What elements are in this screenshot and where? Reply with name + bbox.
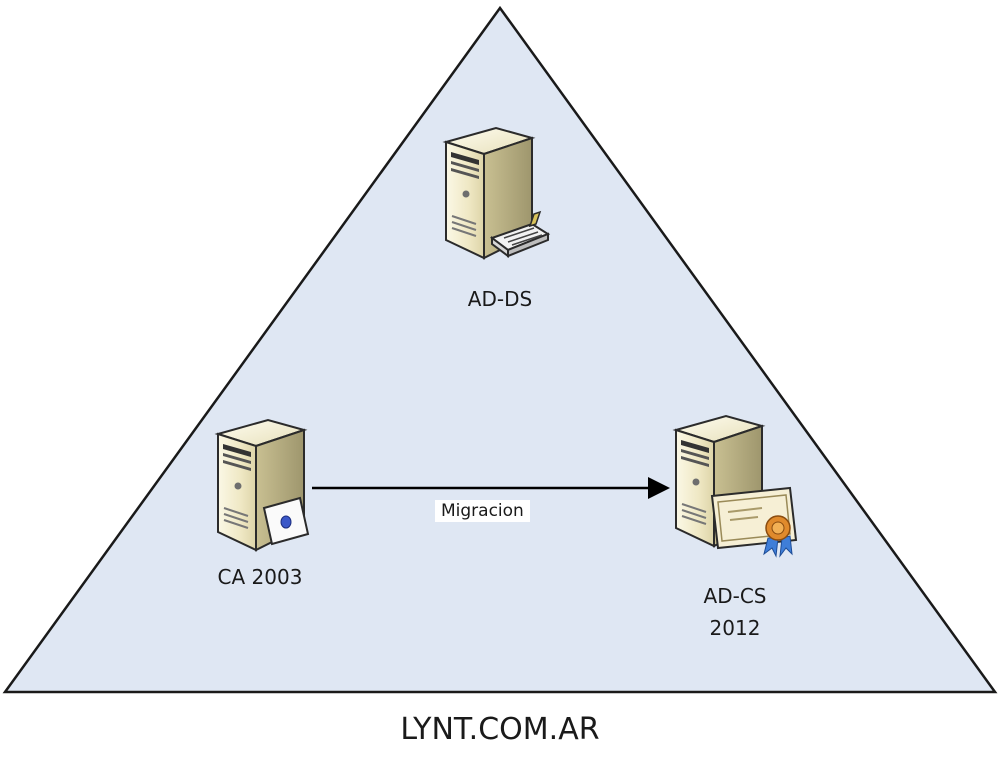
ad-cs-2012-server-icon [675,415,798,558]
migration-edge-label: Migracion [435,500,530,522]
arrowhead [648,477,670,499]
ca-2003-server-icon [217,419,310,551]
ca-2003-label: CA 2003 [217,565,303,589]
ad-cs-label-line2: 2012 [709,616,761,640]
domain-triangle [2,5,998,694]
ad-ds-server-icon [445,127,551,259]
migration-arrow [312,477,670,499]
footer-site-label: LYNT.COM.AR [400,712,600,747]
ad-ds-label: AD-DS [467,287,533,311]
ad-cs-label-line1: AD-CS [703,584,767,608]
